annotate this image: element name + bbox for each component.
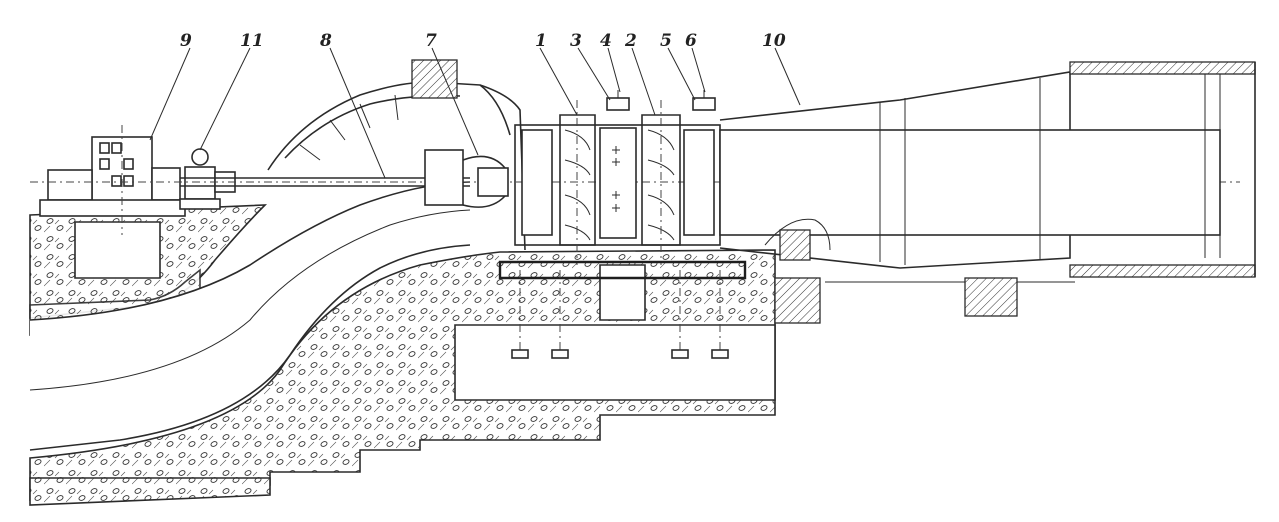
- support-block: [779, 229, 811, 261]
- supports: [498, 260, 1075, 359]
- label-5: 5: [660, 31, 672, 51]
- guide-vanes-1: [521, 129, 553, 236]
- label-8: 8: [319, 31, 332, 51]
- leader-lines: [149, 47, 801, 179]
- generator-pit: [74, 221, 161, 279]
- intake-hood: [267, 59, 526, 251]
- intake-beam: [411, 59, 458, 99]
- turbine-stages: [514, 90, 721, 265]
- label-7: 7: [425, 31, 437, 51]
- label-4: 4: [600, 31, 612, 51]
- water-passage: [29, 181, 471, 451]
- label-11: 11: [240, 31, 264, 51]
- coupling-unit: [179, 148, 236, 210]
- label-9: 9: [180, 31, 192, 51]
- part-labels: 9 11 8 7 1 3 4 2 5 6 10: [180, 31, 786, 51]
- label-10: 10: [762, 31, 786, 51]
- label-6: 6: [685, 31, 697, 51]
- stator-5: [683, 129, 715, 236]
- bearing-housing: [424, 149, 509, 208]
- casing-10: [719, 61, 1256, 278]
- stator-3: [599, 127, 637, 239]
- pier-block: [599, 264, 646, 321]
- label-1: 1: [535, 31, 547, 51]
- label-2: 2: [624, 31, 637, 51]
- top-plate: [1069, 61, 1256, 75]
- label-3: 3: [570, 31, 582, 51]
- anchor-bolts: [511, 270, 729, 359]
- bottom-plate: [1069, 264, 1256, 278]
- cavity: [454, 324, 776, 401]
